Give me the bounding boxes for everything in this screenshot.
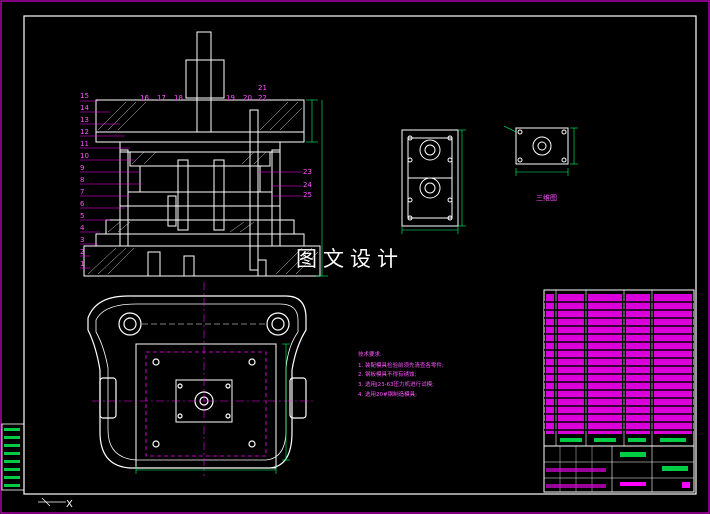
callout-22: 22 xyxy=(258,94,267,102)
left-strip xyxy=(1,423,25,491)
callout-2: 2 xyxy=(80,248,84,256)
callout-8: 8 xyxy=(80,176,84,184)
tech-req-line-4: 4. 选用20#钢制造模具; xyxy=(358,390,417,398)
callout-5: 5 xyxy=(80,212,84,220)
callout-14: 14 xyxy=(80,104,89,112)
axis-label: X xyxy=(66,499,73,510)
callout-25: 25 xyxy=(303,191,312,199)
tech-req-line-2: 2. 钢板模具不得有锈蚀; xyxy=(358,370,416,378)
part-callouts-right: 23 24 25 xyxy=(258,168,312,199)
section-dimension xyxy=(306,99,328,277)
part-callouts-left: 15 14 13 12 11 10 9 8 7 6 5 4 3 2 1 xyxy=(80,92,142,269)
part-callouts-top: 16 17 18 19 20 21 22 xyxy=(140,84,267,102)
detail-view-left xyxy=(401,129,459,227)
callout-4: 4 xyxy=(80,224,85,232)
plan-centerlines xyxy=(92,282,316,476)
callout-17: 17 xyxy=(157,94,166,102)
callout-11: 11 xyxy=(80,140,89,148)
callout-16: 16 xyxy=(140,94,149,102)
detail-view-right xyxy=(515,127,569,165)
tech-req-line-1: 1. 装配模具检验前须先清查各零件; xyxy=(358,361,444,369)
callout-18: 18 xyxy=(174,94,183,102)
detail-left-dimensions xyxy=(401,129,466,234)
callout-6: 6 xyxy=(80,200,85,208)
callout-3: 3 xyxy=(80,236,84,244)
callout-19: 19 xyxy=(226,94,235,102)
watermark-text: 图文设计 xyxy=(296,247,404,271)
detail-right-dimensions xyxy=(503,125,578,176)
plan-dimensions xyxy=(135,343,290,474)
section-hatching xyxy=(87,101,319,275)
callout-13: 13 xyxy=(80,116,89,124)
axis-marker: X xyxy=(38,497,73,510)
title-block xyxy=(543,445,695,493)
callout-24: 24 xyxy=(303,181,312,189)
callout-15: 15 xyxy=(80,92,89,100)
tech-req-line-3: 3. 选用J23-63压力机进行试模; xyxy=(358,380,434,388)
drawing-border xyxy=(23,15,697,495)
parts-list xyxy=(543,289,695,447)
view-label: 三维图 xyxy=(536,193,557,202)
callout-20: 20 xyxy=(243,94,252,102)
callout-10: 10 xyxy=(80,152,89,160)
plan-view xyxy=(87,295,307,469)
section-view xyxy=(83,31,321,277)
callout-12: 12 xyxy=(80,128,89,136)
tech-requirements: 技术要求: 1. 装配模具检验前须先清查各零件; 2. 钢板模具不得有锈蚀; 3… xyxy=(358,350,444,398)
callout-21: 21 xyxy=(258,84,267,92)
callout-9: 9 xyxy=(80,164,84,172)
callout-7: 7 xyxy=(80,188,84,196)
callout-23: 23 xyxy=(303,168,312,176)
callout-1: 1 xyxy=(80,260,84,268)
tech-req-title: 技术要求: xyxy=(358,350,382,358)
